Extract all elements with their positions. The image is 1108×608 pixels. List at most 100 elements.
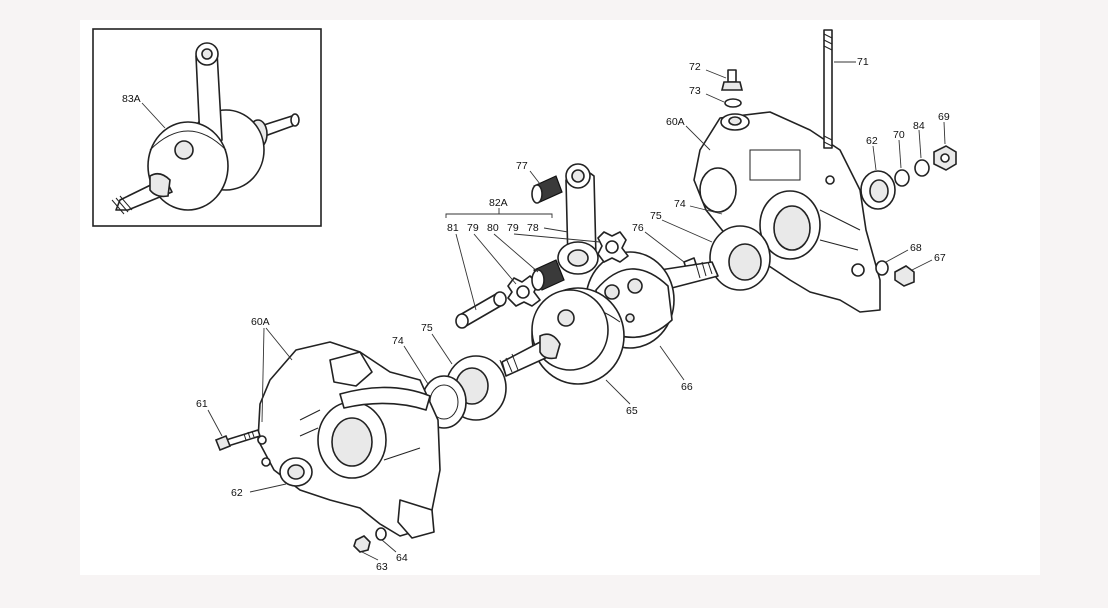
callout-66: 66 [681,381,693,393]
leader-60A-right [685,125,711,151]
flywheel-66-hole-b [627,278,643,294]
callout-82A: 82A [489,197,508,209]
callout-83A: 83A [122,93,141,105]
inset-flywheel-edge [149,130,227,151]
washer-73 [724,98,742,108]
crankcase-left-hole-a [257,435,267,445]
leader-60A-left-b [265,327,293,361]
stud-shaft [823,29,833,149]
callout-84: 84 [913,120,925,132]
leader-75-right [661,219,713,243]
leader-64 [381,539,397,553]
thrust-washer-79a-bore [516,285,530,299]
leader-61 [207,409,223,437]
callout-69: 69 [938,111,950,123]
needle-bearing-80-end [531,269,545,291]
washer-84 [914,159,930,177]
leader-70 [898,139,902,169]
inset-shaft-collar [149,172,171,198]
leader-72 [705,69,727,79]
leader-79b [513,233,601,243]
crankcase-right-bolt-hole [825,175,835,185]
leader-81 [455,233,477,311]
leader-69 [943,121,946,145]
shaft-65-collar [539,333,561,360]
conrod-small-end-bore [571,169,585,183]
leader-74-left [403,345,429,385]
crankcase-left-foot [397,499,435,539]
crankcase-right-bore [773,205,811,251]
callout-77: 77 [516,160,528,172]
oil-seal-62-right: 62 [860,135,896,210]
crank-half-65: 65 [499,287,638,417]
leader-74-right [689,205,723,215]
inset-crankshaft-assembly: 83A [92,28,322,227]
callout-81: 81 [447,222,459,234]
stud-71: 71 [823,29,869,149]
leader-84 [918,129,922,159]
crankcase-left-hole-b [261,457,271,467]
leader-60A-left-a [261,327,265,423]
leader-68 [885,249,909,263]
crankcase-right-web [749,149,801,181]
washers-and-nut: 70 84 69 [893,111,957,187]
callout-70: 70 [893,129,905,141]
crankcase-right-ribs [819,209,861,251]
leader-77 [529,170,541,185]
leader-62-right [872,145,877,171]
crankcase-left-bore [331,417,373,467]
right-crankcase-half [693,111,881,313]
crankcase-left-ribs [299,409,421,461]
crankcase-right-drain-hole [851,263,865,277]
callout-72: 72 [689,61,701,73]
leader-67 [911,259,933,271]
bolt-61-threads [243,430,255,441]
callout-74-right: 74 [674,198,686,210]
shaft-66-splines [695,261,713,279]
bolt-61-head [214,434,232,452]
thrust-washer-79b-bore [605,240,619,254]
callout-80: 80 [487,222,499,234]
drain-plug-67-68: 68 67 [875,242,946,287]
callout-60A-left: 60A [251,316,270,328]
callout-61: 61 [196,398,208,410]
inset-flywheel-hole [174,140,194,160]
leader-63 [361,551,379,561]
needle-bearing-77-end [531,184,543,204]
callout-68: 68 [910,242,922,254]
callout-60A-right: 60A [666,116,685,128]
crank-pin-81-end-b [493,291,507,307]
crank-pin-81-end [455,313,469,329]
callout-75-left: 75 [421,322,433,334]
crankcase-right-boss-hole [728,116,742,126]
bearing-75-right-inner [728,243,762,281]
crankcase-left-rib [339,386,431,411]
bolt-61: 61 [196,398,261,452]
seal-inner [869,179,889,203]
stud-threads [823,33,833,147]
washer-68 [875,260,889,276]
flywheel-66-pin-hole [625,313,635,323]
callout-78: 78 [527,222,539,234]
leader-76 [644,231,685,263]
fitting-stem [727,69,737,83]
leader-62-left [249,483,287,493]
callout-67: 67 [934,252,946,264]
leader-73 [705,93,725,103]
fitting-72-73: 72 73 [689,61,744,108]
callout-71: 71 [857,56,869,68]
washer-64 [375,527,387,541]
leader-75-left [431,333,453,365]
callout-62-left: 62 [231,487,243,499]
callout-63: 63 [376,561,388,573]
left-crankcase-half: 60A [251,316,441,539]
screw-63 [353,535,371,553]
crankcase-right-flange [699,167,737,213]
callout-79b: 79 [507,222,519,234]
inset-conrod-pin [201,48,213,60]
flywheel-66-hole-a [604,284,620,300]
callout-76: 76 [632,222,644,234]
nut-69-bore [940,153,950,163]
callout-64: 64 [396,552,408,564]
